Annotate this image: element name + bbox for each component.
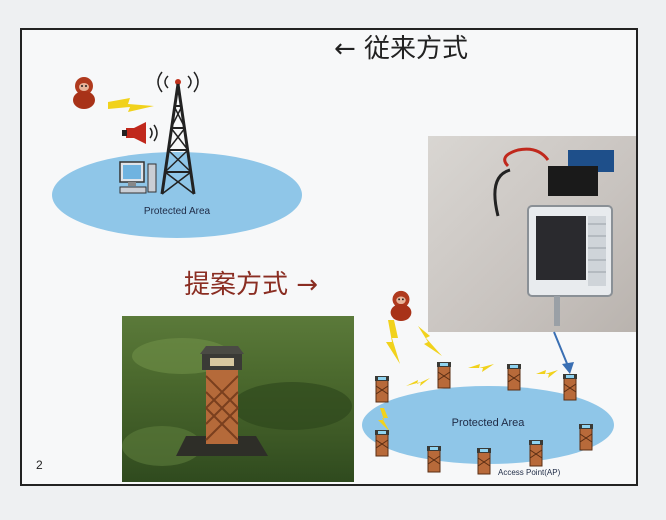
slide: ← 従来方式 Protected Area (20, 28, 638, 486)
conventional-method-heading: ← 従来方式 (334, 34, 469, 64)
device-photo (428, 136, 636, 332)
connection-arrow (553, 331, 574, 374)
monkey-icon (390, 290, 412, 322)
sensor-node-icon (563, 374, 577, 401)
sensor-node-icon (579, 424, 593, 451)
slide-number: 2 (36, 458, 43, 472)
lightning-bolt-icon (418, 326, 442, 356)
lightning-bolt-icon (468, 364, 494, 372)
conventional-protected-area: Protected Area (52, 152, 302, 238)
sensor-node-icon (507, 364, 521, 391)
sensor-node-icon (529, 440, 543, 467)
siren-speaker-icon (122, 122, 158, 144)
sensor-node-icon (477, 448, 491, 475)
field-sensor-photo (122, 316, 354, 482)
access-point-label: Access Point(AP) (498, 468, 561, 477)
proposed-protected-area-label: Protected Area (451, 417, 525, 429)
computer-icon (119, 161, 157, 194)
lightning-bolt-icon (406, 378, 430, 386)
monkey-icon (73, 77, 95, 109)
sensor-node-icon (375, 430, 389, 457)
proposed-method-heading: 提案方式 → (184, 270, 319, 300)
sensor-node-icon (375, 376, 389, 403)
sensor-node-icon (427, 446, 441, 473)
radio-tower-icon (157, 71, 199, 195)
lightning-bolt-icon (378, 408, 390, 432)
lightning-bolt-icon (108, 98, 154, 112)
lightning-bolt-icon (386, 320, 400, 364)
lightning-bolt-icon (536, 370, 558, 378)
conventional-protected-area-label: Protected Area (143, 205, 211, 217)
sensor-node-icon (437, 362, 451, 389)
